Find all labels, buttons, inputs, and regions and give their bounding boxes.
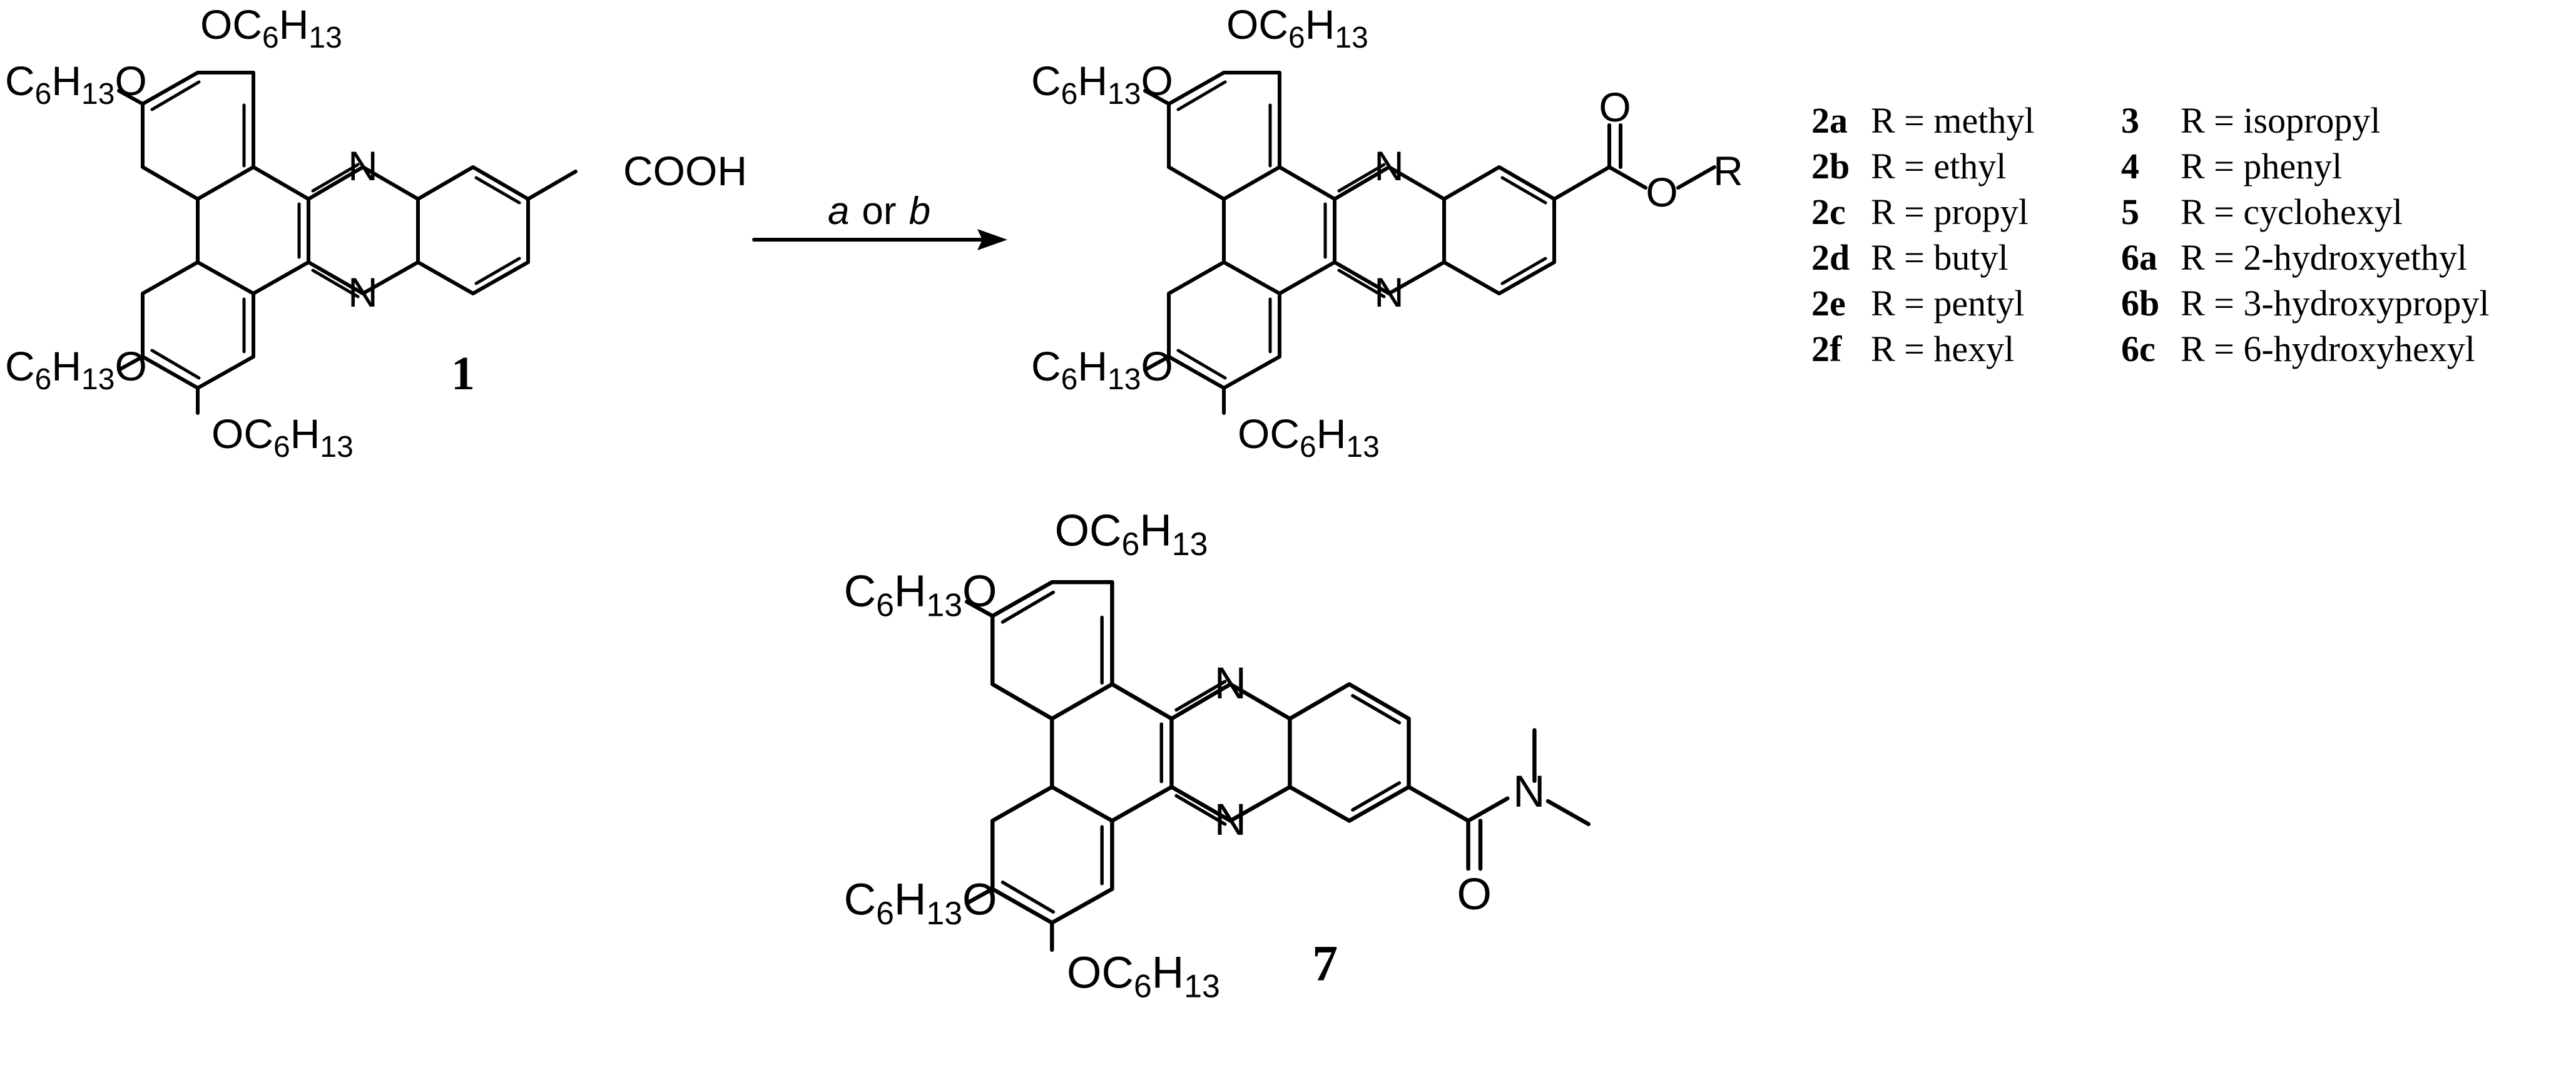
compound-number-7: 7 bbox=[1312, 934, 1338, 991]
legend-id-6a: 6a bbox=[2121, 237, 2157, 278]
amide-bonds bbox=[964, 580, 1591, 952]
carboxyl-group-label: COOH bbox=[623, 148, 747, 194]
legend-id-6c: 6c bbox=[2121, 329, 2156, 369]
ester-bonds bbox=[1143, 71, 1716, 415]
legend-id-5: 5 bbox=[2121, 191, 2139, 232]
legend-id-3: 3 bbox=[2121, 100, 2139, 141]
amide-atom-nitrogen-top: N bbox=[1214, 658, 1246, 708]
molecule-7-amide: N N N O OC6H13 C6H13O C6H13O OC6H13 7 bbox=[844, 506, 1591, 1004]
legend-id-2f: 2f bbox=[1811, 329, 1842, 369]
legend-text-5: R = cyclohexyl bbox=[2181, 191, 2403, 232]
legend-id-2d: 2d bbox=[1811, 237, 1850, 278]
ester-r-group: R bbox=[1713, 148, 1743, 194]
legend-column-2: 3 R = isopropyl 4 R = phenyl 5 R = cyclo… bbox=[2121, 100, 2489, 369]
legend-id-2b: 2b bbox=[1811, 146, 1850, 186]
legend-text-6b: R = 3-hydroxypropyl bbox=[2181, 283, 2489, 324]
amide-atom-nitrogen-bottom: N bbox=[1214, 795, 1246, 845]
legend-text-2e: R = pentyl bbox=[1871, 283, 2024, 324]
molecule-1-bonds bbox=[117, 71, 578, 415]
alkoxy-label-bottom: OC6H13 bbox=[211, 411, 354, 464]
molecule-1-acid: N N COOH OC6H13 C6H13O C6H13O OC6H13 1 bbox=[5, 1, 747, 464]
ester-alkoxy-label-bottom: OC6H13 bbox=[1238, 411, 1380, 464]
ester-atom-nitrogen-top: N bbox=[1374, 143, 1404, 189]
atom-nitrogen-bottom: N bbox=[348, 269, 378, 315]
amide-carbonyl-oxygen: O bbox=[1457, 869, 1492, 919]
legend-text-2f: R = hexyl bbox=[1871, 329, 2014, 369]
legend-id-4: 4 bbox=[2121, 146, 2139, 186]
amide-alkoxy-label-top: OC6H13 bbox=[1055, 506, 1208, 562]
alkoxy-label-upper-left: C6H13O bbox=[5, 58, 147, 111]
ester-alkoxy-label-upper-left: C6H13O bbox=[1031, 58, 1173, 111]
legend-text-6a: R = 2-hydroxyethyl bbox=[2181, 237, 2467, 278]
amide-alkoxy-label-upper-left: C6H13O bbox=[844, 566, 997, 623]
legend-id-2e: 2e bbox=[1811, 283, 1846, 324]
legend-text-2c: R = propyl bbox=[1871, 191, 2029, 232]
compound-number-1: 1 bbox=[451, 347, 475, 400]
legend-text-4: R = phenyl bbox=[2181, 146, 2342, 186]
legend-text-2a: R = methyl bbox=[1871, 100, 2034, 141]
substituent-legend: 2a R = methyl 2b R = ethyl 2c R = propyl… bbox=[1811, 100, 2489, 369]
ester-alkoxy-label-top: OC6H13 bbox=[1226, 1, 1368, 54]
atom-nitrogen-top: N bbox=[348, 143, 378, 189]
legend-id-6b: 6b bbox=[2121, 283, 2159, 324]
legend-text-2d: R = butyl bbox=[1871, 237, 2008, 278]
alkoxy-label-lower-left: C6H13O bbox=[5, 343, 147, 396]
molecule-ester: N N O O R OC6H13 C6H13O C6H13O OC6H13 bbox=[1031, 1, 1743, 464]
amide-alkoxy-label-lower-left: C6H13O bbox=[844, 875, 997, 931]
ester-carbonyl-oxygen: O bbox=[1599, 84, 1631, 130]
legend-text-6c: R = 6-hydroxyhexyl bbox=[2181, 329, 2475, 369]
ester-alkoxy-label-lower-left: C6H13O bbox=[1031, 343, 1173, 396]
ester-ether-oxygen: O bbox=[1646, 169, 1677, 215]
amide-nitrogen: N bbox=[1513, 767, 1545, 817]
legend-id-2c: 2c bbox=[1811, 191, 1846, 232]
legend-text-3: R = isopropyl bbox=[2181, 100, 2381, 141]
ester-atom-nitrogen-bottom: N bbox=[1374, 269, 1404, 315]
amide-alkoxy-label-bottom: OC6H13 bbox=[1067, 947, 1220, 1004]
legend-id-2a: 2a bbox=[1811, 100, 1848, 141]
legend-column-1: 2a R = methyl 2b R = ethyl 2c R = propyl… bbox=[1811, 100, 2034, 369]
alkoxy-label-top: OC6H13 bbox=[200, 1, 342, 54]
legend-text-2b: R = ethyl bbox=[1871, 146, 2006, 186]
